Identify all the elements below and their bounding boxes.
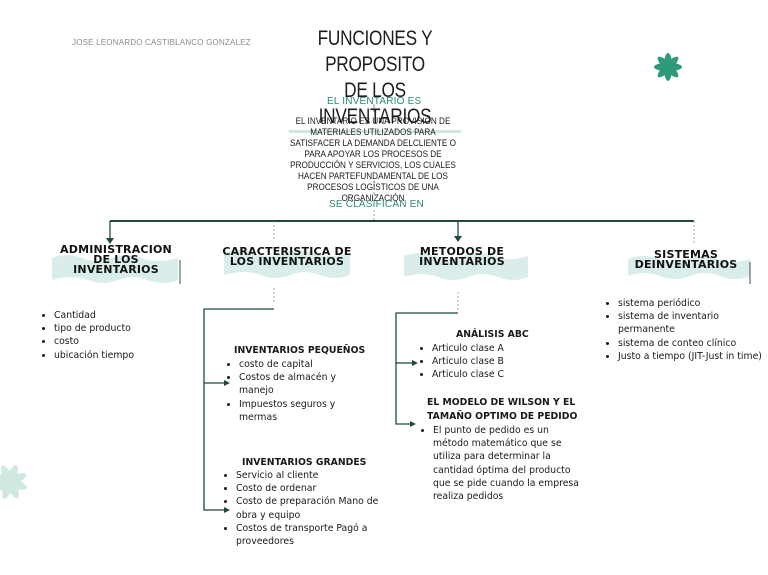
administracion-list: Cantidad tipo de producto costo ubicació… [38,309,174,362]
list-item: Costo de preparación Mano de obra y equi… [236,495,402,521]
list-item: tipo de producto [54,322,174,335]
category-label: LOS INVENTARIOS [220,257,354,267]
subheading-inventarios-grandes: INVENTARIOS GRANDES [242,457,366,468]
list-item: Cantidad [54,309,174,322]
list-item: ubicación tiempo [54,349,174,362]
abc-list: Articulo clase A Articulo clase B Articu… [416,342,552,382]
list-item: costo de capital [239,358,371,371]
list-item: sistema de conteo clínico [618,337,768,350]
list-item: sistema periódico [618,297,768,310]
category-sistemas: SISTEMAS DEINVENTARIOS [628,250,744,270]
list-item: El punto de pedido es un método matemáti… [433,424,583,503]
list-item: Articulo clase A [432,342,552,355]
subheading-line: TAMAÑO OPTIMO DE PEDIDO [427,410,577,424]
heading-classified-in: SE CLASIFICAN EN [329,199,424,210]
author-name: JOSE LEONARDO CASTIBLANCO GONZALEZ [72,38,251,47]
pequenos-list: costo de capital Costos de almacén y man… [223,358,371,424]
grandes-list: Servicio al cliente Costo de ordenar Cos… [220,469,402,548]
subheading-inventarios-pequenos: INVENTARIOS PEQUEÑOS [234,345,365,356]
list-item: Costos de almacén y manejo [239,371,371,397]
list-item: Articulo clase C [432,368,552,381]
subheading-analisis-abc: ANÁLISIS ABC [456,329,529,340]
definition-text: EL INVENTARIO ES UNA PROVISIÓN DE MATERI… [284,116,461,204]
sistemas-list: sistema periódico sistema de inventario … [602,297,768,363]
subheading-line: EL MODELO DE WILSON Y EL [427,396,577,410]
list-item: Justo a tiempo (JIT-Just in time) [618,350,768,363]
list-item: sistema de inventario permanente [618,310,768,336]
heading-inventory-is: EL INVENTARIO ES [327,96,421,107]
category-caracteristica: CARACTERISTICA DE LOS INVENTARIOS [220,247,354,267]
wilson-list: El punto de pedido es un método matemáti… [417,424,583,503]
list-item: costo [54,335,174,348]
category-label: INVENTARIOS [404,257,520,267]
list-item: Servicio al cliente [236,469,402,482]
list-item: Impuestos seguros y mermas [239,398,371,424]
list-item: Costo de ordenar [236,482,402,495]
title-line-1: FUNCIONES Y PROPOSITO [289,26,461,78]
subheading-modelo-wilson: EL MODELO DE WILSON Y EL TAMAÑO OPTIMO D… [427,396,577,424]
category-label: DEINVENTARIOS [628,260,744,270]
category-metodos: METODOS DE INVENTARIOS [404,247,520,267]
list-item: Articulo clase B [432,355,552,368]
list-item: Costos de transporte Pagó a proveedores [236,522,402,548]
category-label: INVENTARIOS [50,265,182,275]
category-administracion: ADMINISTRACION DE LOS INVENTARIOS [50,245,182,275]
